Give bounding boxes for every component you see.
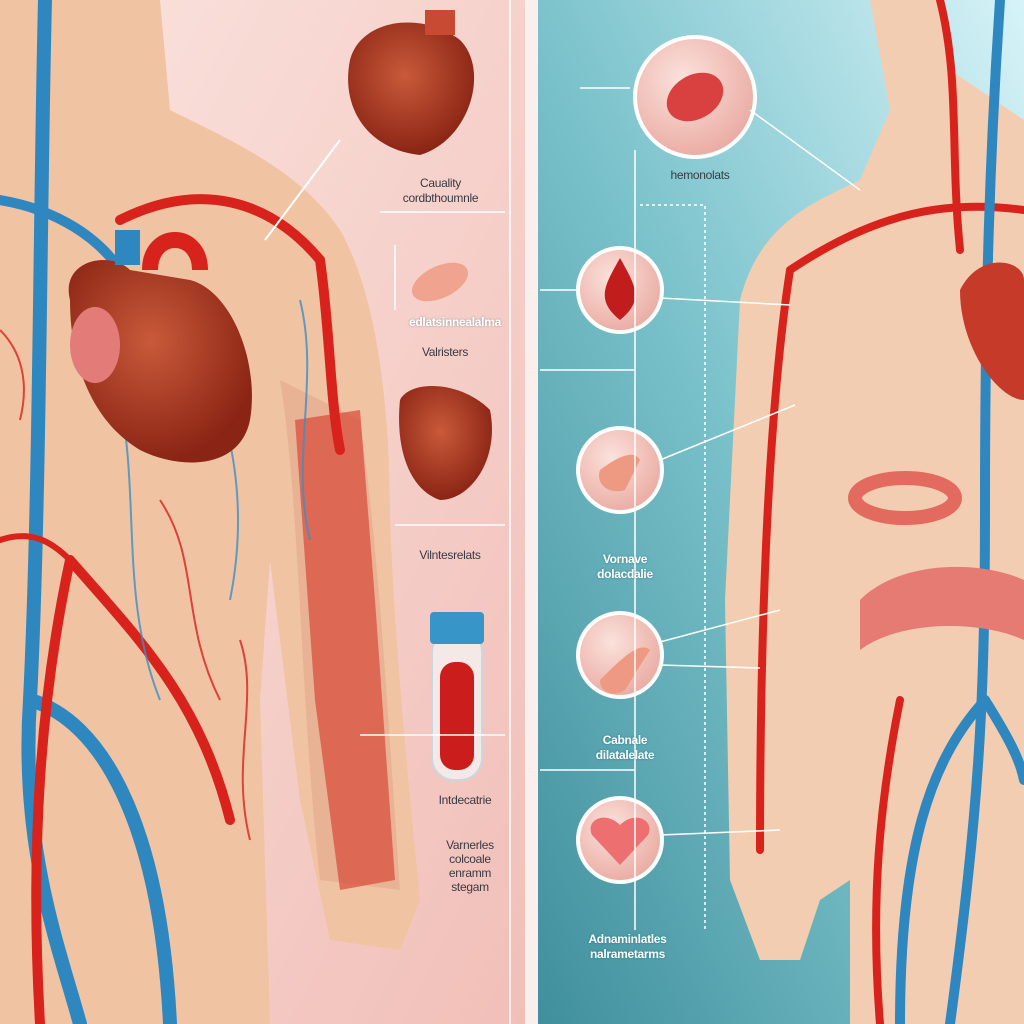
- right-veins: [895, 0, 1024, 1024]
- label-line: stegam: [451, 880, 489, 894]
- label-right-mid1: Vornave dolacdalie: [570, 552, 680, 582]
- label-line: Vornave: [602, 552, 648, 566]
- label-left-valristers: Valristers: [421, 345, 469, 359]
- label-line: Adnaminlatles: [588, 932, 667, 946]
- anatomical-heart: [68, 230, 252, 463]
- right-organs: [848, 471, 1024, 650]
- right-heart: [960, 262, 1024, 400]
- label-right-top: hemonolats: [670, 168, 730, 182]
- top-heart-icon: [348, 10, 475, 155]
- left-veins: [0, 0, 177, 1024]
- label-line: dolacdalie: [597, 567, 653, 581]
- label-right-bottom: Adnaminlatles nalrametarms: [565, 932, 690, 962]
- label-left-heart: Vilntesrelats: [419, 548, 481, 562]
- label-line: Cauality: [420, 176, 461, 190]
- circle-blood-drop: [576, 246, 664, 334]
- label-line: enramm: [448, 866, 492, 880]
- label-line: cordbthoumnle: [402, 191, 479, 205]
- lower-heart-icon: [399, 386, 492, 500]
- circle-pill: [633, 35, 757, 159]
- label-right-mid2: Cabnale dilatalelate: [570, 733, 680, 763]
- label-line: colcoale: [449, 852, 491, 866]
- circle-vessel-2: [576, 611, 664, 699]
- label-left-bottom: Varnerles colcoale enramm stegam: [425, 838, 515, 894]
- left-arteries: [0, 194, 345, 1024]
- blood-tube-icon: [430, 612, 484, 781]
- label-line: nalrametarms: [589, 947, 666, 961]
- label-left-top: Cauality cordbthoumnle: [378, 176, 503, 206]
- label-line: Varnerles: [446, 838, 494, 852]
- label-line: dilatalelate: [595, 748, 655, 762]
- label-line: Cabnale: [602, 733, 648, 747]
- pill-icon: [411, 262, 469, 302]
- right-arteries: [756, 0, 1024, 1024]
- panel-divider: [525, 0, 538, 1024]
- label-left-pill: edlatsinnealalma: [409, 315, 501, 329]
- label-left-tube: Intdecatrie: [438, 793, 492, 807]
- arm-muscle: [295, 410, 395, 890]
- circle-heartbeat-heart: [576, 796, 664, 884]
- circle-vessel-1: [576, 426, 664, 514]
